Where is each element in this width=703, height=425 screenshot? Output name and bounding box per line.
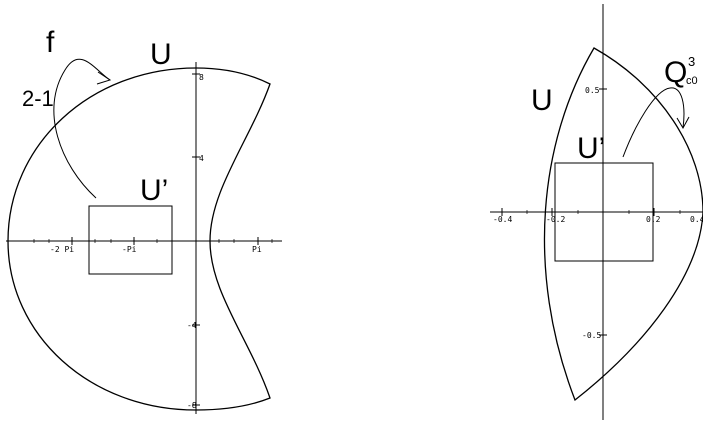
left-x-major-ticks	[71, 237, 259, 245]
left-map-f-curve	[53, 58, 111, 199]
left-x-minor-ticks	[33, 239, 273, 243]
left-x-tick-label: -2 Pi	[50, 245, 74, 254]
right-y-ticks	[599, 88, 607, 336]
left-y-tick-label: -8	[187, 401, 197, 410]
right-y-tick-label: -0.5	[582, 331, 601, 340]
right-x-tick-label: -0.4	[493, 215, 512, 224]
left-map-f-arrowhead	[96, 71, 112, 85]
left-region-U-prime	[88, 205, 173, 275]
right-x-minor-ticks	[526, 210, 681, 214]
right-x-tick-label: 0.4	[690, 215, 703, 224]
right-map-Q-curve	[622, 87, 685, 158]
right-map-Q-arrowhead	[676, 116, 690, 130]
right-label-Q-superscript: 3	[688, 54, 695, 69]
left-y-tick-label: 8	[199, 73, 204, 82]
right-panel: -0.4 -0.2 0.2 0.4 0.5 -0.5 U U’ Q 3 c0	[490, 4, 703, 420]
right-label-U: U	[531, 84, 553, 117]
right-label-Q: Q	[664, 56, 687, 89]
left-label-f: f	[46, 26, 55, 59]
left-y-tick-label: -4	[187, 321, 197, 330]
left-label-U: U	[150, 38, 172, 71]
left-y-tick-label: 4	[199, 154, 204, 163]
right-label-Q-subscript: c0	[686, 75, 698, 87]
left-region-U-boundary	[7, 67, 271, 411]
left-label-U-prime: U’	[140, 174, 168, 207]
left-label-2-1: 2-1	[22, 86, 54, 111]
left-x-tick-label: -Pi	[122, 245, 137, 254]
right-region-U-prime	[554, 162, 654, 262]
right-x-ticks	[501, 208, 655, 216]
right-y-tick-label: 0.5	[585, 86, 600, 95]
right-region-U-boundary	[543, 47, 703, 402]
left-x-tick-label: Pi	[252, 245, 262, 254]
left-panel: -2 Pi -Pi Pi 8 4 -4 -8 f 2-1 U U’	[6, 26, 282, 414]
left-y-ticks	[192, 73, 200, 406]
right-label-U-prime: U’	[577, 132, 605, 165]
right-x-tick-label: -0.2	[546, 215, 565, 224]
